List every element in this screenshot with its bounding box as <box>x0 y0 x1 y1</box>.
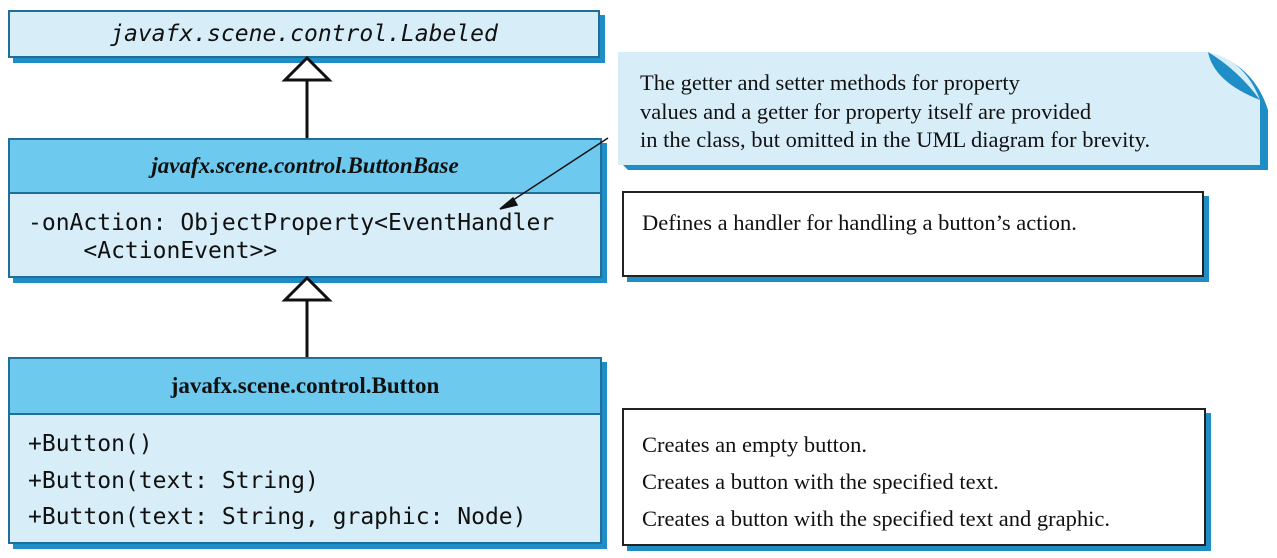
buttonbase-note-text: Defines a handler for handling a button’… <box>642 210 1077 235</box>
button-member: +Button() <box>28 431 153 457</box>
labeled-class-box: javafx.scene.control.Labeled <box>8 10 600 58</box>
buttonbase-class-header: javafx.scene.control.ButtonBase <box>10 140 600 194</box>
buttonbase-member: <ActionEvent>> <box>28 238 278 264</box>
button-note: Creates an empty button. <box>642 432 867 457</box>
inheritance-arrow-buttonbase-to-labeled <box>281 55 333 138</box>
button-notes-box: Creates an empty button. Creates a butto… <box>622 408 1206 546</box>
buttonbase-class-name: javafx.scene.control.ButtonBase <box>151 153 459 178</box>
button-note: Creates a button with the specified text… <box>642 506 1110 531</box>
callout-pointer-arrow <box>499 137 609 210</box>
button-class-box: javafx.scene.control.Button +Button() +B… <box>8 357 602 544</box>
buttonbase-note-box: Defines a handler for handling a button’… <box>622 191 1204 277</box>
callout-line: in the class, but omitted in the UML dia… <box>640 127 1151 152</box>
button-class-name: javafx.scene.control.Button <box>170 373 440 398</box>
button-member: +Button(text: String) <box>28 468 319 494</box>
callout-text: The getter and setter methods for proper… <box>640 70 1250 160</box>
button-note: Creates a button with the specified text… <box>642 469 999 494</box>
callout-line: The getter and setter methods for proper… <box>640 70 1020 95</box>
button-class-header: javafx.scene.control.Button <box>10 359 600 415</box>
button-member: +Button(text: String, graphic: Node) <box>28 504 527 530</box>
labeled-class-name: javafx.scene.control.Labeled <box>110 21 498 47</box>
callout-line: values and a getter for property itself … <box>640 99 1092 124</box>
inheritance-arrow-button-to-buttonbase <box>281 275 333 357</box>
buttonbase-member: -onAction: ObjectProperty<EventHandler <box>28 210 555 236</box>
